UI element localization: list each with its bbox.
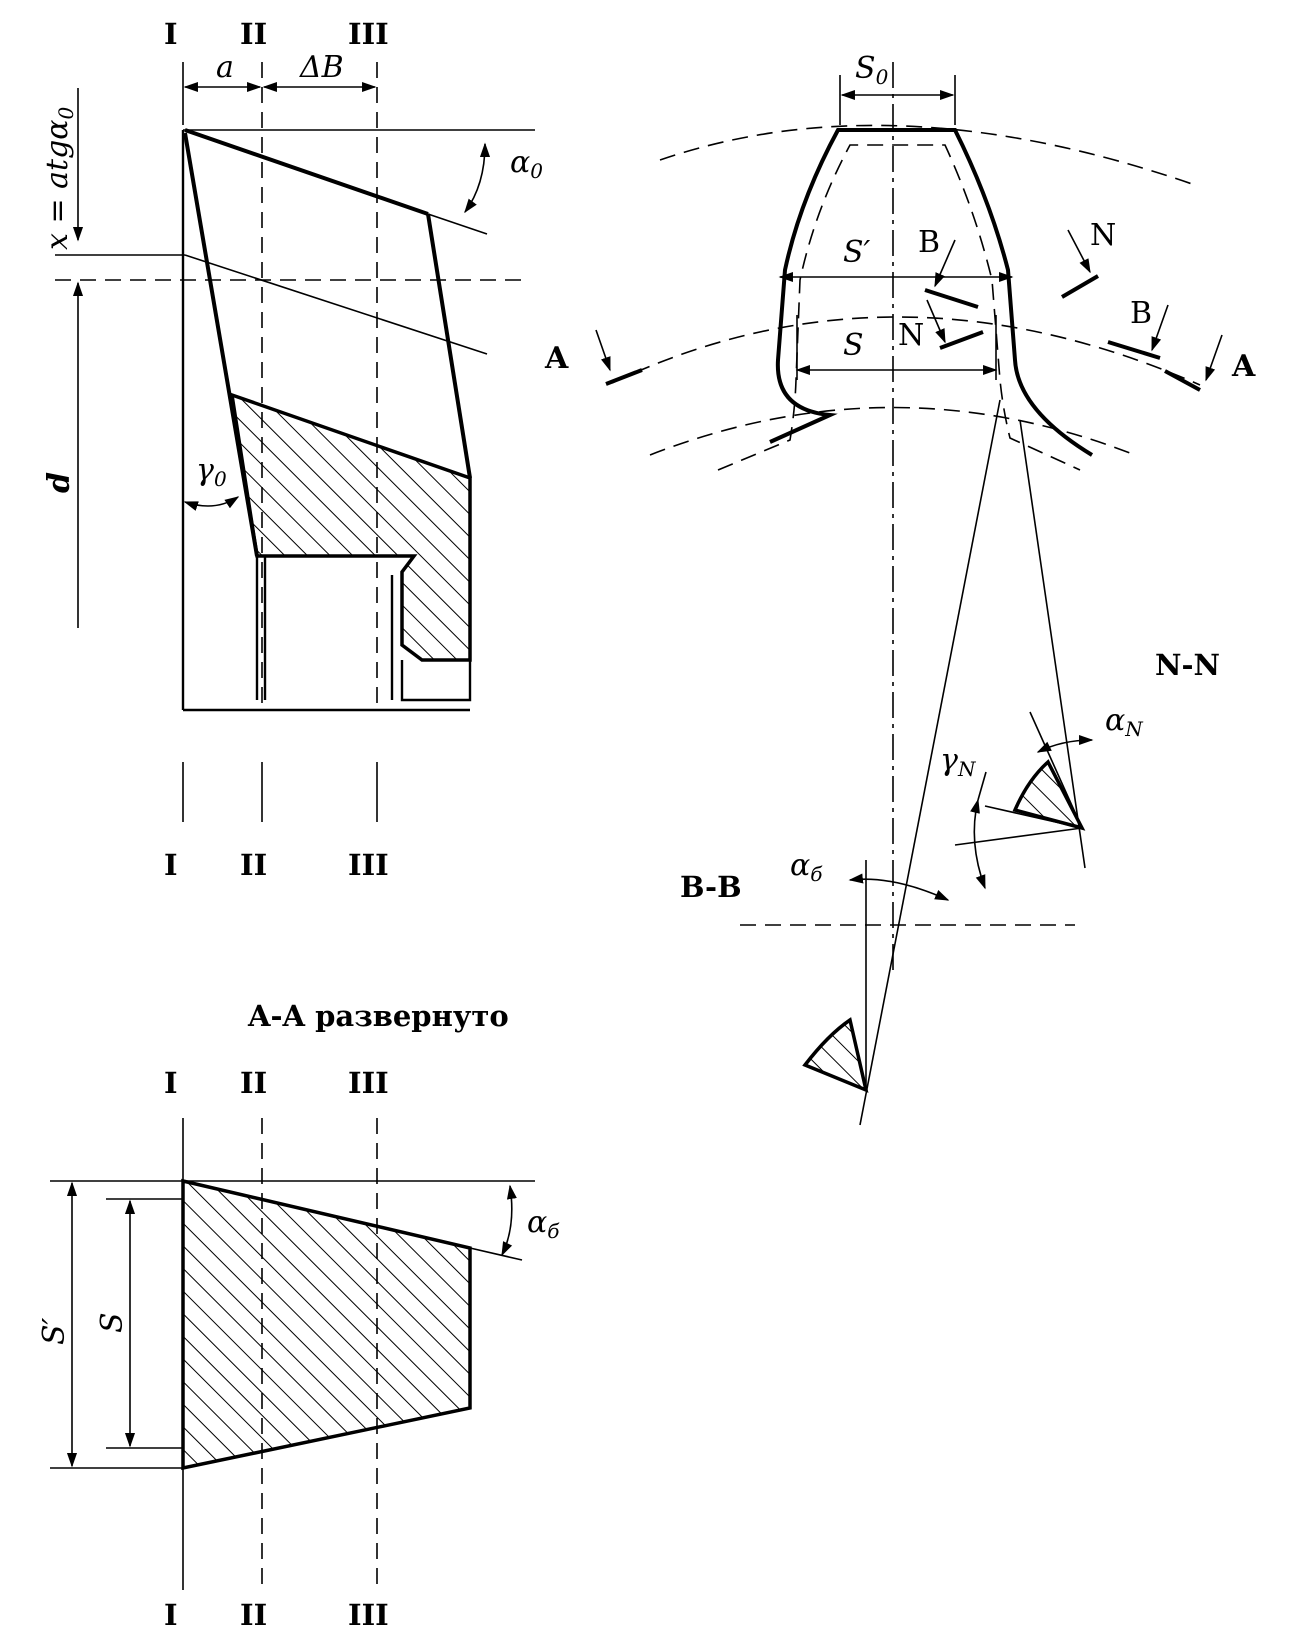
label-aa-s: S xyxy=(95,1312,130,1333)
label-a-right: A xyxy=(1231,349,1256,384)
label-alpha-b: αб xyxy=(790,848,823,886)
aa-face-extension xyxy=(469,1247,523,1261)
label-alpha0: α0 xyxy=(510,145,543,183)
aa-plane-i-top: I xyxy=(164,1066,178,1100)
ray-right xyxy=(1019,419,1086,869)
nn-ref-line xyxy=(1029,711,1083,829)
plane-label-ii-bottom: II xyxy=(240,848,267,882)
bb-alpha-arc xyxy=(848,873,950,901)
a-arrow-right xyxy=(1205,334,1223,382)
plane-label-iii-top: III xyxy=(348,17,389,51)
plane-label-ii-top: II xyxy=(240,17,267,51)
nn-alpha-arc xyxy=(1036,734,1094,753)
section-a-a: A-A развернуто I II III S′ S αб I II III xyxy=(37,999,560,1632)
alpha0-arc xyxy=(464,142,491,214)
label-front-s-prime: S′ xyxy=(843,235,871,270)
label-delta-b: ΔB xyxy=(299,50,344,85)
nn-gamma-arc xyxy=(970,798,986,890)
n-arrow-right xyxy=(1067,229,1091,274)
section-nn-title: N-N xyxy=(1155,648,1220,682)
hatched-section xyxy=(229,392,472,662)
rake-face-extension xyxy=(427,213,488,235)
label-aa-s-prime: S′ xyxy=(37,1317,72,1345)
label-n-center: N xyxy=(898,318,924,353)
label-b-center: B xyxy=(918,225,940,260)
nn-gamma-tick-top xyxy=(977,771,987,801)
plane-label-i-bottom: I xyxy=(164,848,178,882)
tooth-profile-outer xyxy=(769,128,1094,457)
front-view: S0 S′ S A A B B N N xyxy=(544,51,1256,1126)
bore-right-step xyxy=(390,575,472,702)
aa-alpha-b-arc xyxy=(501,1184,517,1257)
label-aa-alpha-b: αб xyxy=(527,1205,560,1243)
n-arrow-center xyxy=(926,299,946,344)
aa-plane-iii-bottom: III xyxy=(348,1598,389,1632)
label-s0: S0 xyxy=(855,51,889,89)
section-bb-title: B-B xyxy=(680,870,742,904)
b-arrow-right xyxy=(1151,304,1169,352)
label-alpha-n: αN xyxy=(1105,703,1144,741)
right-flank xyxy=(426,213,472,479)
label-x-formula: x = atgα0 xyxy=(40,106,78,250)
label-d: d xyxy=(42,472,77,493)
label-gamma-n: γN xyxy=(940,743,977,781)
pitch-circle xyxy=(611,316,1201,386)
b-arrow-center xyxy=(934,239,956,288)
bb-hatched-tip xyxy=(802,1017,869,1093)
label-b-right: B xyxy=(1130,296,1152,331)
outer-circle xyxy=(659,124,1196,186)
label-gamma0: γ0 xyxy=(196,453,227,491)
label-front-s: S xyxy=(843,328,864,363)
rake-face-line xyxy=(184,128,429,216)
aa-hatched-section xyxy=(181,1178,472,1471)
nn-hatched-tip xyxy=(1012,759,1086,831)
aa-plane-ii-top: II xyxy=(240,1066,267,1100)
b-mark-right xyxy=(1107,340,1161,360)
x-parallel-line xyxy=(184,254,488,355)
plane-label-iii-bottom: III xyxy=(348,848,389,882)
label-a-left: A xyxy=(544,341,569,376)
gamma0-arc xyxy=(183,496,240,511)
tooth-profile-inner xyxy=(717,144,1081,471)
a-mark-left xyxy=(605,368,643,386)
side-view: I II III a ΔB α0 x = atgα0 d xyxy=(40,17,543,882)
plane-label-i-top: I xyxy=(164,17,178,51)
section-aa-title: A-A развернуто xyxy=(247,999,509,1033)
aa-plane-i-bottom: I xyxy=(164,1598,178,1632)
a-mark-right xyxy=(1164,369,1201,392)
ray-left xyxy=(859,399,1001,1126)
n-mark-center xyxy=(939,330,984,350)
label-a: a xyxy=(216,50,234,85)
aa-plane-ii-bottom: II xyxy=(240,1598,267,1632)
label-n-right: N xyxy=(1090,218,1116,253)
root-circle xyxy=(649,406,1136,456)
aa-plane-iii-top: III xyxy=(348,1066,389,1100)
b-mark-center xyxy=(924,288,979,309)
n-mark-right xyxy=(1060,274,1100,299)
a-arrow-left xyxy=(595,329,611,372)
nn-edge-line xyxy=(984,805,1083,829)
